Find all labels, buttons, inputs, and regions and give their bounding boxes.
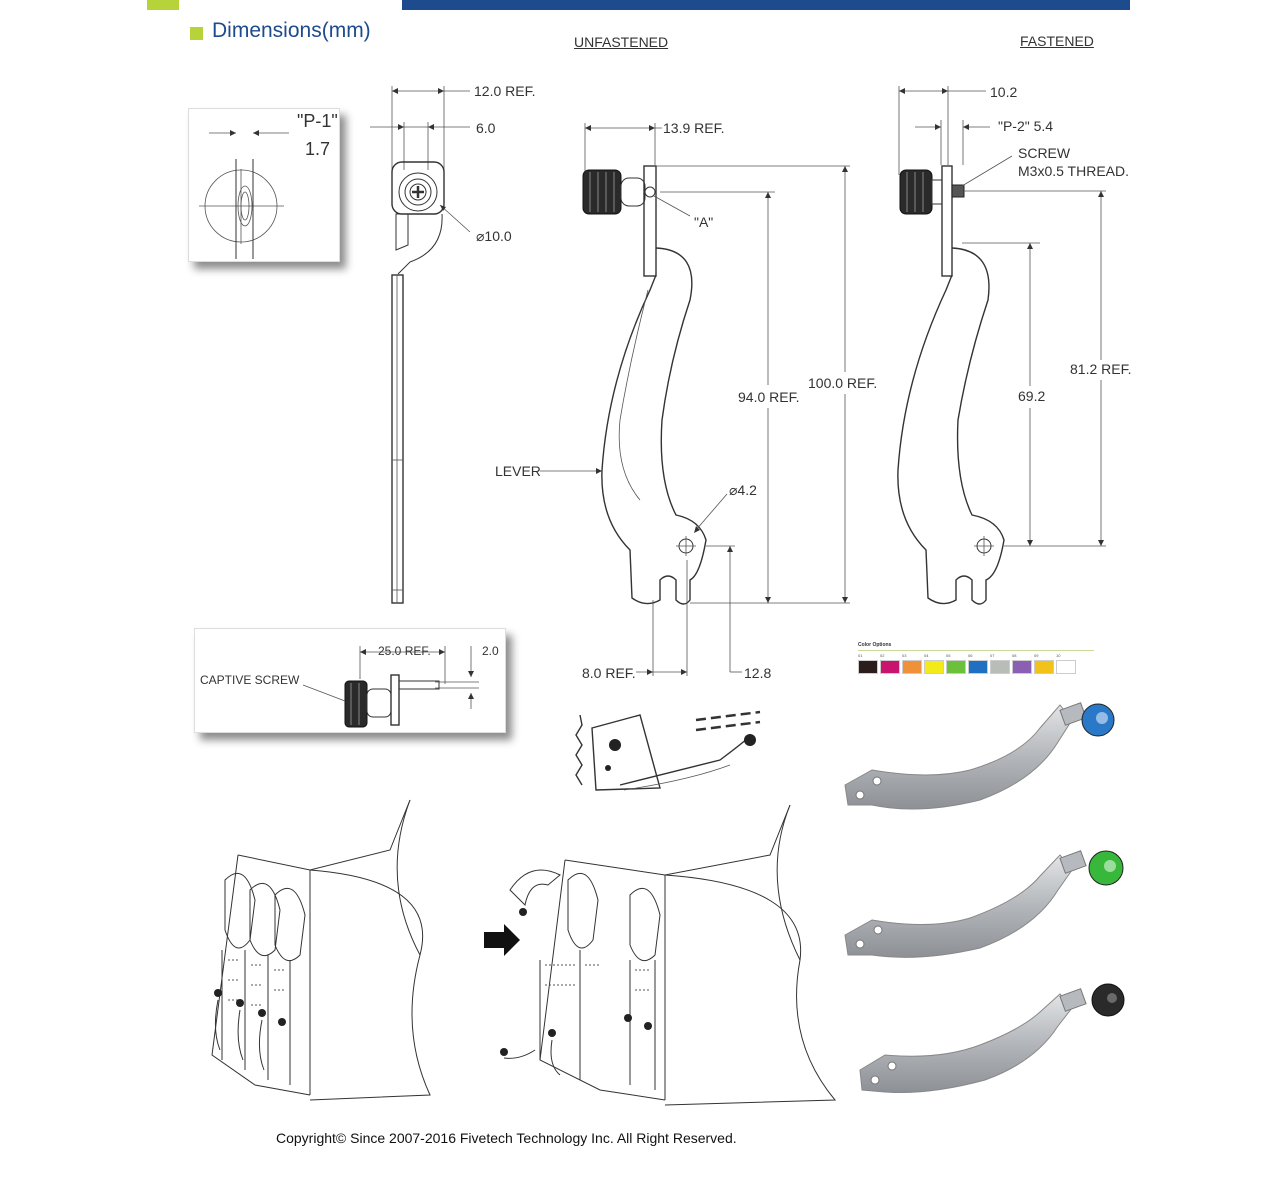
color-swatch: 05 — [946, 653, 966, 674]
color-swatch-number: 08 — [1012, 653, 1017, 658]
color-swatch-box — [902, 660, 922, 674]
header-accent-bar — [147, 0, 179, 10]
color-swatch: 02 — [880, 653, 900, 674]
color-swatch-box — [880, 660, 900, 674]
thread-label: M3x0.5 THREAD. — [1018, 163, 1129, 179]
section-bullet-icon — [190, 27, 203, 40]
ref-height-100: 100.0 REF. — [808, 375, 878, 391]
color-options-divider — [858, 650, 1094, 651]
side-diameter: ⌀10.0 — [476, 228, 512, 244]
color-swatch-number: 06 — [968, 653, 973, 658]
detail-p1-label: "P-1" — [297, 111, 338, 131]
side-head-width: 6.0 — [476, 120, 496, 136]
detail-p2: "P-2" 5.4 — [998, 118, 1054, 134]
color-swatch-box — [946, 660, 966, 674]
product-photo-black — [859, 983, 1125, 1093]
color-swatch: 09 — [1034, 653, 1054, 674]
color-swatch-number: 07 — [990, 653, 995, 658]
chassis-left — [211, 799, 431, 1101]
ref-bottom: 8.0 REF. — [582, 665, 636, 681]
color-options-title: Color Options — [858, 642, 892, 648]
color-swatch-box — [858, 660, 878, 674]
color-swatch-number: 04 — [924, 653, 929, 658]
color-swatch-number: 02 — [880, 653, 885, 658]
color-swatch: 06 — [968, 653, 988, 674]
ref-height-81: 81.2 REF. — [1070, 361, 1132, 377]
fastened-label: FASTENED — [1020, 33, 1094, 49]
bottom-offset: 12.8 — [744, 665, 772, 681]
color-swatch-box — [924, 660, 944, 674]
product-photo-green — [844, 850, 1124, 958]
captive-screw-drawing — [302, 646, 479, 728]
color-swatch-box — [1012, 660, 1032, 674]
lever-label: LEVER — [495, 463, 541, 479]
ref-height-94: 94.0 REF. — [738, 389, 800, 405]
color-swatch-number: 10 — [1056, 653, 1061, 658]
section-title: Dimensions(mm) — [212, 19, 371, 42]
color-swatch: 03 — [902, 653, 922, 674]
header-bar — [402, 0, 1130, 10]
product-photo-blue — [844, 702, 1115, 810]
unfastened-ref-width: 13.9 REF. — [663, 120, 725, 136]
color-swatch: 10 — [1056, 653, 1076, 674]
captive-screw-inset: CAPTIVE SCREW 25.0 REF. 2.0 — [194, 628, 506, 733]
color-swatch: 04 — [924, 653, 944, 674]
color-swatch-number: 05 — [946, 653, 951, 658]
detail-p1-value: 1.7 — [305, 139, 331, 159]
color-options-panel: Color Options 01 02 03 04 05 06 07 08 09 10 — [858, 642, 1094, 682]
captive-screw-label: CAPTIVE SCREW — [200, 673, 300, 687]
height-69: 69.2 — [1018, 388, 1046, 404]
captive-ref-length: 25.0 REF. — [378, 644, 431, 658]
product-knob — [1091, 983, 1125, 1017]
arrow-right-icon — [484, 924, 520, 956]
hole-diameter: ⌀4.2 — [729, 482, 757, 498]
color-swatch-number: 09 — [1034, 653, 1039, 658]
color-swatch-box — [968, 660, 988, 674]
color-swatch-box — [990, 660, 1010, 674]
captive-thickness: 2.0 — [482, 644, 499, 658]
fastened-width: 10.2 — [990, 84, 1018, 100]
color-swatch: 01 — [858, 653, 878, 674]
screw-label: SCREW — [1018, 145, 1071, 161]
color-swatch-number: 01 — [858, 653, 863, 658]
detail-p1-drawing — [199, 130, 289, 259]
color-swatch: 08 — [1012, 653, 1032, 674]
color-swatch-box — [1034, 660, 1054, 674]
color-swatch: 07 — [990, 653, 1010, 674]
point-a-label: "A" — [694, 214, 714, 230]
side-ref-width: 12.0 REF. — [474, 83, 536, 99]
color-swatch-number: 03 — [902, 653, 907, 658]
unfastened-label: UNFASTENED — [574, 34, 669, 50]
color-swatch-box — [1056, 660, 1076, 674]
copyright-text: Copyright© Since 2007-2016 Fivetech Tech… — [276, 1130, 737, 1146]
detail-p1-inset: "P-1" 1.7 — [188, 108, 340, 262]
chassis-right — [500, 804, 837, 1106]
